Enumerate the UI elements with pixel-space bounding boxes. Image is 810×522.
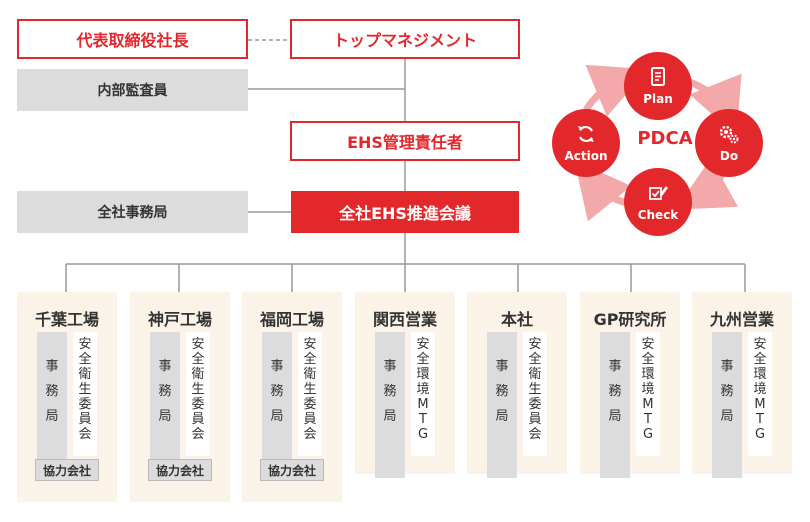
pdca-title: PDCA <box>637 128 693 149</box>
site-name: 千葉工場 <box>34 310 99 329</box>
pdca-check-node: Check <box>624 168 692 236</box>
site-name: 福岡工場 <box>259 310 324 329</box>
site-name: 本社 <box>500 310 533 329</box>
top-management-label: トップマネジメント <box>332 31 477 50</box>
secretariat-column: 事務局 <box>37 332 67 478</box>
pdca-plan-node: Plan <box>624 52 692 120</box>
plan-label: Plan <box>643 92 673 106</box>
internal-audit-box: 内部監査員 <box>17 69 248 111</box>
internal-audit-label: 内部監査員 <box>97 83 168 99</box>
top-management-box: トップマネジメント <box>290 19 520 59</box>
committee-column: 安全衛生委員会 <box>186 332 210 456</box>
secretariat-column: 事務局 <box>150 332 180 478</box>
site-card: 福岡工場 事務局 安全衛生委員会 協力会社 <box>242 292 342 502</box>
document-icon <box>651 67 665 86</box>
president-box: 代表取締役社長 <box>17 19 248 59</box>
ehs-meeting-box: 全社EHS推進会議 <box>291 191 519 233</box>
pdca-do-node: Do <box>695 109 763 177</box>
committee-column: 安全衛生委員会 <box>523 332 547 456</box>
secretariat-box: 全社事務局 <box>17 191 248 233</box>
checklist-pencil-icon <box>649 186 668 200</box>
ehs-meeting-label: 全社EHS推進会議 <box>339 204 471 223</box>
site-card: 神戸工場 事務局 安全衛生委員会 協力会社 <box>130 292 230 502</box>
gears-icon <box>719 125 739 144</box>
partner-company-badge: 協力会社 <box>260 459 324 481</box>
committee-column: 安全衛生委員会 <box>298 332 322 456</box>
check-label: Check <box>637 208 679 222</box>
secretariat-column: 事務局 <box>712 332 742 478</box>
site-name: 九州営業 <box>709 310 774 329</box>
partner-company-badge: 協力会社 <box>35 459 99 481</box>
secretariat-label: 全社事務局 <box>97 205 168 221</box>
secretariat-column: 事務局 <box>375 332 405 478</box>
committee-column: 安全衛生委員会 <box>73 332 97 456</box>
site-name: 関西営業 <box>372 310 437 329</box>
refresh-icon <box>578 125 594 143</box>
secretariat-column: 事務局 <box>600 332 630 478</box>
site-card: 千葉工場 事務局 安全衛生委員会 協力会社 <box>17 292 117 502</box>
ehs-manager-box: EHS管理責任者 <box>290 121 520 161</box>
site-card: 本社 事務局 安全衛生委員会 <box>467 292 567 478</box>
pdca-action-node: Action <box>552 109 620 177</box>
secretariat-column: 事務局 <box>262 332 292 478</box>
president-label: 代表取締役社長 <box>76 31 189 50</box>
site-name: GP研究所 <box>593 310 667 329</box>
secretariat-column: 事務局 <box>487 332 517 478</box>
partner-company-badge: 協力会社 <box>148 459 212 481</box>
site-name: 神戸工場 <box>147 310 212 329</box>
action-label: Action <box>564 149 608 163</box>
ehs-manager-label: EHS管理責任者 <box>347 133 463 152</box>
do-label: Do <box>719 149 739 163</box>
